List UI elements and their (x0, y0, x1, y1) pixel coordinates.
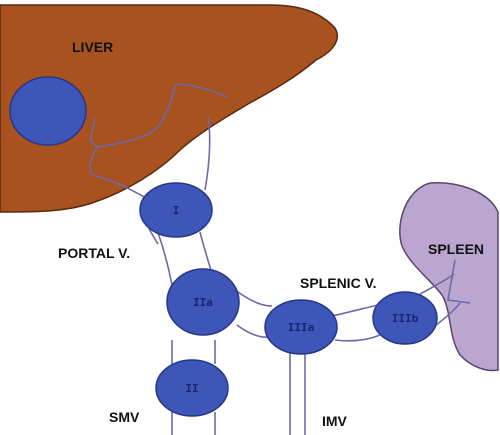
node-liver (9, 76, 87, 146)
label-liver: LIVER (72, 39, 113, 55)
svg-text:IIa: IIa (193, 296, 213, 309)
node-splenic-mid: IIIa (264, 299, 338, 355)
node-splenic-right: IIIb (372, 291, 438, 345)
label-smv: SMV (109, 409, 140, 425)
node-smv: II (155, 359, 229, 417)
label-splenic: SPLENIC V. (300, 275, 377, 291)
label-imv: IMV (322, 413, 348, 429)
spleen-shape (399, 181, 499, 372)
svg-text:IIIa: IIIa (288, 321, 315, 334)
svg-text:I: I (173, 204, 180, 217)
node-confluence: IIa (166, 268, 240, 336)
node-portal: I (139, 182, 213, 238)
svg-text:IIIb: IIIb (392, 312, 419, 325)
svg-text:II: II (185, 382, 198, 395)
label-spleen: SPLEEN (428, 241, 484, 257)
label-portal: PORTAL V. (58, 245, 130, 261)
